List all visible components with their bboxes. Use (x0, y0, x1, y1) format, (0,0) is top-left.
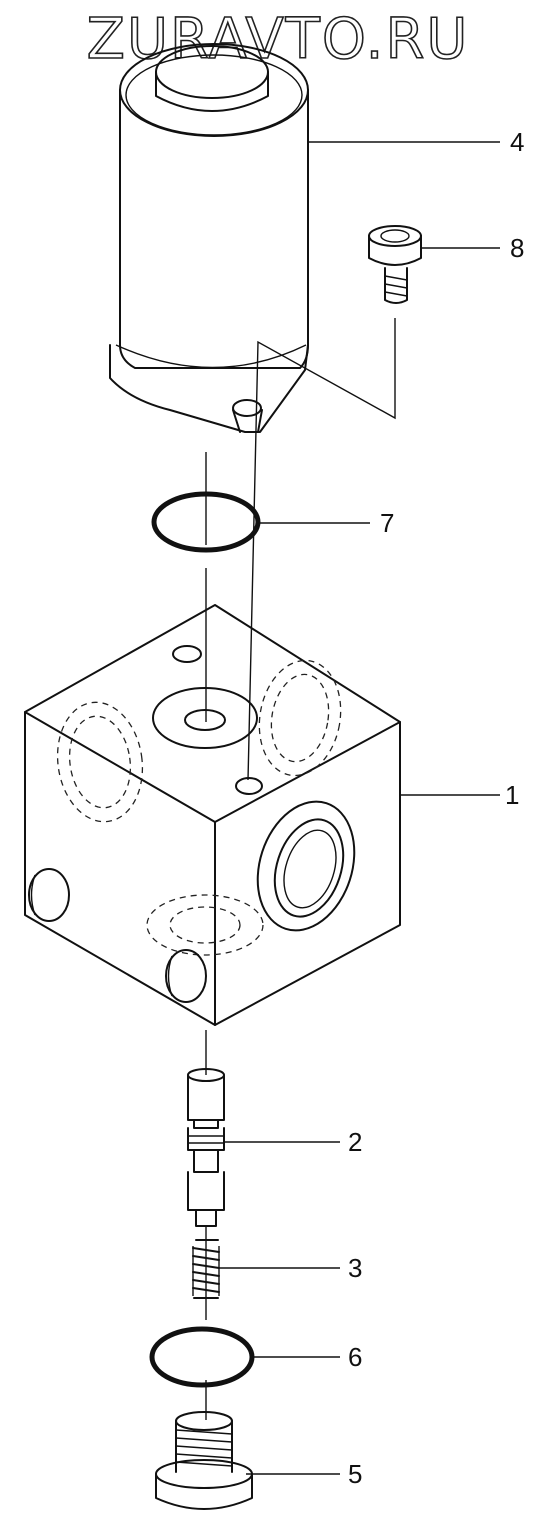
spool (187, 1068, 225, 1227)
callout-2: 2 (348, 1127, 362, 1157)
watermark-text: ZURAVTO.RU (87, 7, 470, 72)
callout-1: 1 (505, 780, 519, 810)
callout-7: 7 (380, 508, 394, 538)
callout-leaders (219, 141, 500, 1475)
callout-3: 3 (348, 1253, 362, 1283)
callout-6: 6 (348, 1342, 362, 1372)
spring (192, 1239, 220, 1299)
callout-5: 5 (348, 1459, 362, 1489)
cylinder-cover (109, 43, 309, 433)
o-ring-lower (149, 1326, 255, 1388)
callout-8: 8 (510, 233, 524, 263)
bolt-path-line (247, 318, 396, 781)
valve-block (24, 604, 401, 1026)
callout-4: 4 (510, 127, 524, 157)
socket-head-bolt (368, 225, 422, 304)
o-ring-upper (151, 491, 261, 553)
plug (155, 1411, 253, 1510)
